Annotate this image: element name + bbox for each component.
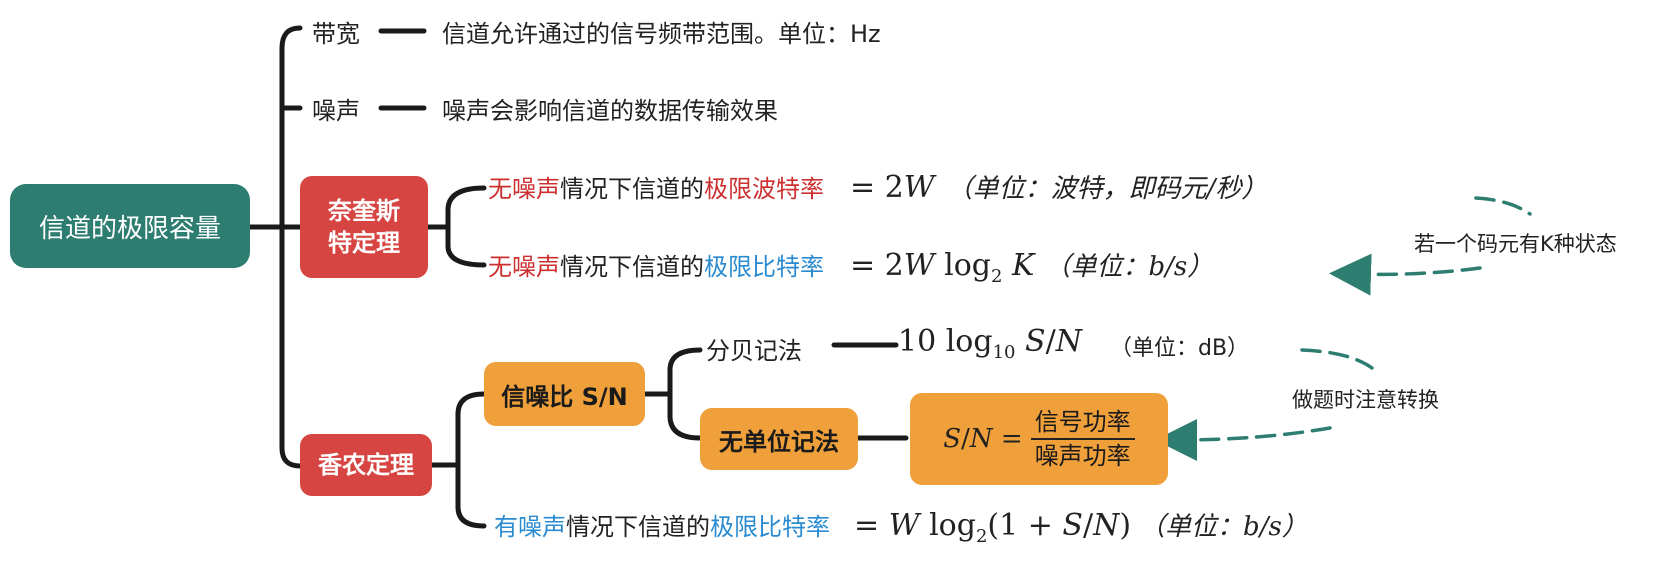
shannon-node: 香农定理 [300,434,432,496]
noise-term: 噪声 [312,97,360,125]
shannon-bit-prefix: 有噪声 [494,513,566,541]
nyquist-baud-mid: 情况下信道的 [560,175,704,203]
nyquist-bit-unit: （单位：b/s） [1044,246,1213,283]
shannon-bit-unit-open: （单位： [1139,512,1244,542]
nyquist-bit-unit-b: b/s [1148,252,1188,282]
nyquist-bit-prefix: 无噪声 [488,253,560,281]
nyquist-bit-unit-close: ） [1187,252,1214,282]
nyquist-baud-unit: （单位：波特，即码元/秒） [946,174,1268,204]
shannon-bit-row: 有噪声 情况下信道的 极限比特率 = W log2(1 + S/N) （单位：b… [494,506,1308,547]
nyquist-bit-key: 极限比特率 [704,253,824,281]
nyquist-bit-formula: = 2W log2 K [850,248,1035,287]
nyquist-baud-key: 极限波特率 [704,175,824,203]
shannon-bit-mid: 情况下信道的 [566,513,710,541]
root-node: 信道的极限容量 [10,184,250,268]
bandwidth-desc: 信道允许通过的信号频带范围。单位：Hz [442,20,881,48]
nyquist-bit-mid: 情况下信道的 [560,253,704,281]
shannon-bit-key: 极限比特率 [710,513,830,541]
bandwidth-term: 带宽 [312,20,360,48]
shannon-bit-unit: （单位：b/s） [1139,506,1308,543]
snr-node: 信噪比 S/N [484,362,645,426]
shannon-bit-unit-close: ） [1281,512,1308,542]
snr-fraction-lhs: S/N = [943,424,1023,454]
nyquist-baud-prefix: 无噪声 [488,175,560,203]
snr-fraction-denominator: 噪声功率 [1034,442,1131,470]
db-unit: （单位：dB） [1110,336,1250,361]
nyquist-label-line1: 奈奎斯 [328,197,400,225]
nyquist-bit-unit-open: （单位： [1044,252,1149,282]
nyquist-bit-row: 无噪声 情况下信道的 极限比特率 = 2W log2 K （单位：b/s） [488,246,1213,287]
db-label: 分贝记法 [706,337,802,365]
noise-desc: 噪声会影响信道的数据传输效果 [442,97,778,125]
nyquist-node: 奈奎斯 特定理 [300,176,428,278]
snr-fraction: 信号功率 噪声功率 [1030,406,1135,472]
shannon-bit-formula: = W log2(1 + S/N) [854,508,1132,547]
nyquist-baud-row: 无噪声 情况下信道的 极限波特率 = 2W （单位：波特，即码元/秒） [488,168,1267,205]
snr-fraction-numerator: 信号功率 [1030,406,1135,440]
nyquist-label-line2: 特定理 [328,229,400,257]
db-formula: 10 log10 S/N [898,324,1082,363]
shannon-bit-unit-b: b/s [1243,512,1282,542]
snr-fraction-box: S/N = 信号功率 噪声功率 [910,393,1168,485]
nyquist-baud-formula: = 2W [850,170,935,205]
unitless-node: 无单位记法 [700,408,858,470]
note-k-states: 若一个码元有K种状态 [1414,232,1617,256]
note-convert: 做题时注意转换 [1292,388,1439,412]
